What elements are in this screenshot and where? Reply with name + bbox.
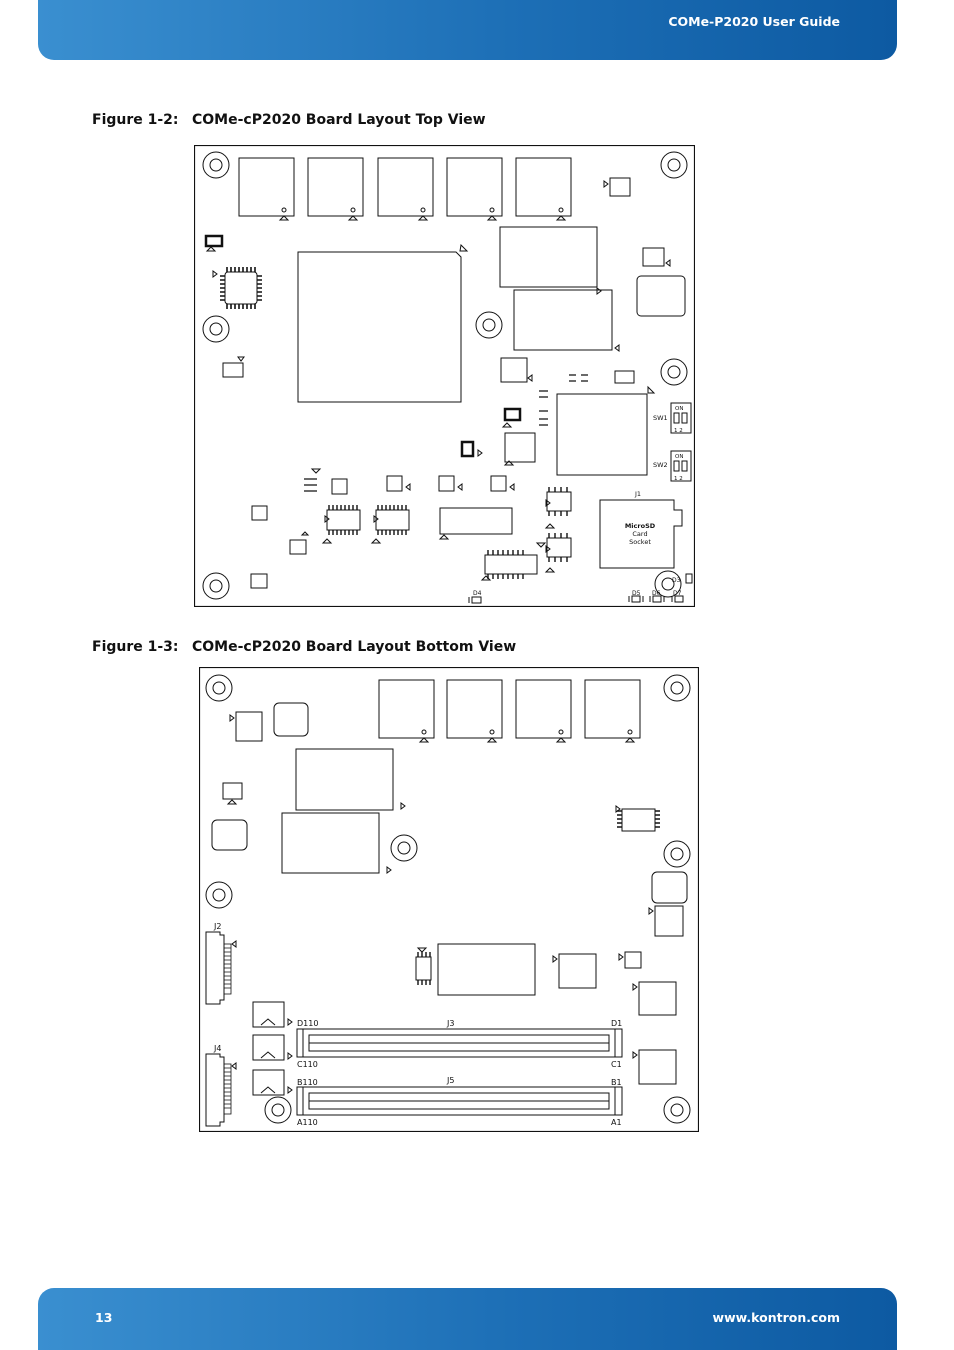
label-d7: D7 bbox=[673, 590, 682, 597]
board-top-view: SW1 SW2 ON 1 2 ON 1 2 J1 MicroSD Card So… bbox=[194, 145, 695, 607]
mounting-holes bbox=[205, 674, 691, 1124]
label-sw1: SW1 bbox=[653, 414, 668, 422]
label-j5: J5 bbox=[446, 1076, 454, 1085]
label-j3: J3 bbox=[446, 1019, 454, 1028]
connector-j2 bbox=[205, 931, 237, 1005]
qfn-chip bbox=[212, 267, 262, 309]
page-number: 13 bbox=[95, 1310, 113, 1325]
website-link[interactable]: www.kontron.com bbox=[712, 1310, 840, 1325]
label-d5: D5 bbox=[632, 590, 641, 597]
memory-chips bbox=[378, 679, 641, 743]
label-d4: D4 bbox=[473, 590, 482, 597]
dip-switch-sw1 bbox=[670, 402, 692, 434]
label-j1: J1 bbox=[634, 490, 641, 498]
label-sd-line2: Card bbox=[632, 530, 647, 538]
footer-band: 13 www.kontron.com bbox=[38, 1288, 897, 1350]
label-d1: D1 bbox=[611, 1019, 622, 1028]
label-d110: D110 bbox=[297, 1019, 318, 1028]
label-d6: D6 bbox=[652, 590, 661, 597]
label-j4: J4 bbox=[213, 1044, 221, 1053]
label-b110: B110 bbox=[297, 1078, 318, 1087]
figure-number: Figure 1-2: bbox=[92, 112, 179, 128]
microsd-socket bbox=[599, 499, 683, 569]
label-sd-line3: Socket bbox=[629, 538, 651, 546]
label-c1: C1 bbox=[611, 1060, 622, 1069]
label-b1: B1 bbox=[611, 1078, 622, 1087]
document-title: COMe-P2020 User Guide bbox=[668, 14, 840, 29]
label-a110: A110 bbox=[297, 1118, 318, 1127]
figure-title: COMe-cP2020 Board Layout Bottom View bbox=[192, 639, 517, 655]
label-a1: A1 bbox=[611, 1118, 622, 1127]
connector-j4 bbox=[205, 1053, 237, 1127]
dip-switch-sw2 bbox=[670, 450, 692, 482]
soic-chips bbox=[321, 487, 572, 581]
label-sw2: SW2 bbox=[653, 461, 668, 469]
connector-j5 bbox=[296, 1086, 623, 1116]
label-sw1-pins: 1 2 bbox=[674, 428, 683, 434]
label-c110: C110 bbox=[297, 1060, 318, 1069]
memory-chips bbox=[238, 157, 572, 221]
connector-j3 bbox=[296, 1028, 623, 1058]
label-sw2-on: ON bbox=[675, 454, 683, 460]
label-sw1-on: ON bbox=[675, 406, 683, 412]
label-d3: D3 bbox=[672, 577, 681, 584]
label-j2: J2 bbox=[213, 922, 221, 931]
board-bottom-view: J2 J4 J3 J5 D110 D1 C110 C1 B110 B1 A110… bbox=[199, 667, 699, 1132]
figure-title: COMe-cP2020 Board Layout Top View bbox=[192, 112, 486, 128]
header-band: COMe-P2020 User Guide bbox=[38, 0, 897, 60]
qfn-chip bbox=[615, 805, 660, 832]
label-sd-line1: MicroSD bbox=[625, 522, 656, 530]
mounting-holes bbox=[202, 151, 688, 600]
label-sw2-pins: 1 2 bbox=[674, 476, 683, 482]
processor-chip bbox=[297, 251, 462, 403]
figure-number: Figure 1-3: bbox=[92, 639, 179, 655]
